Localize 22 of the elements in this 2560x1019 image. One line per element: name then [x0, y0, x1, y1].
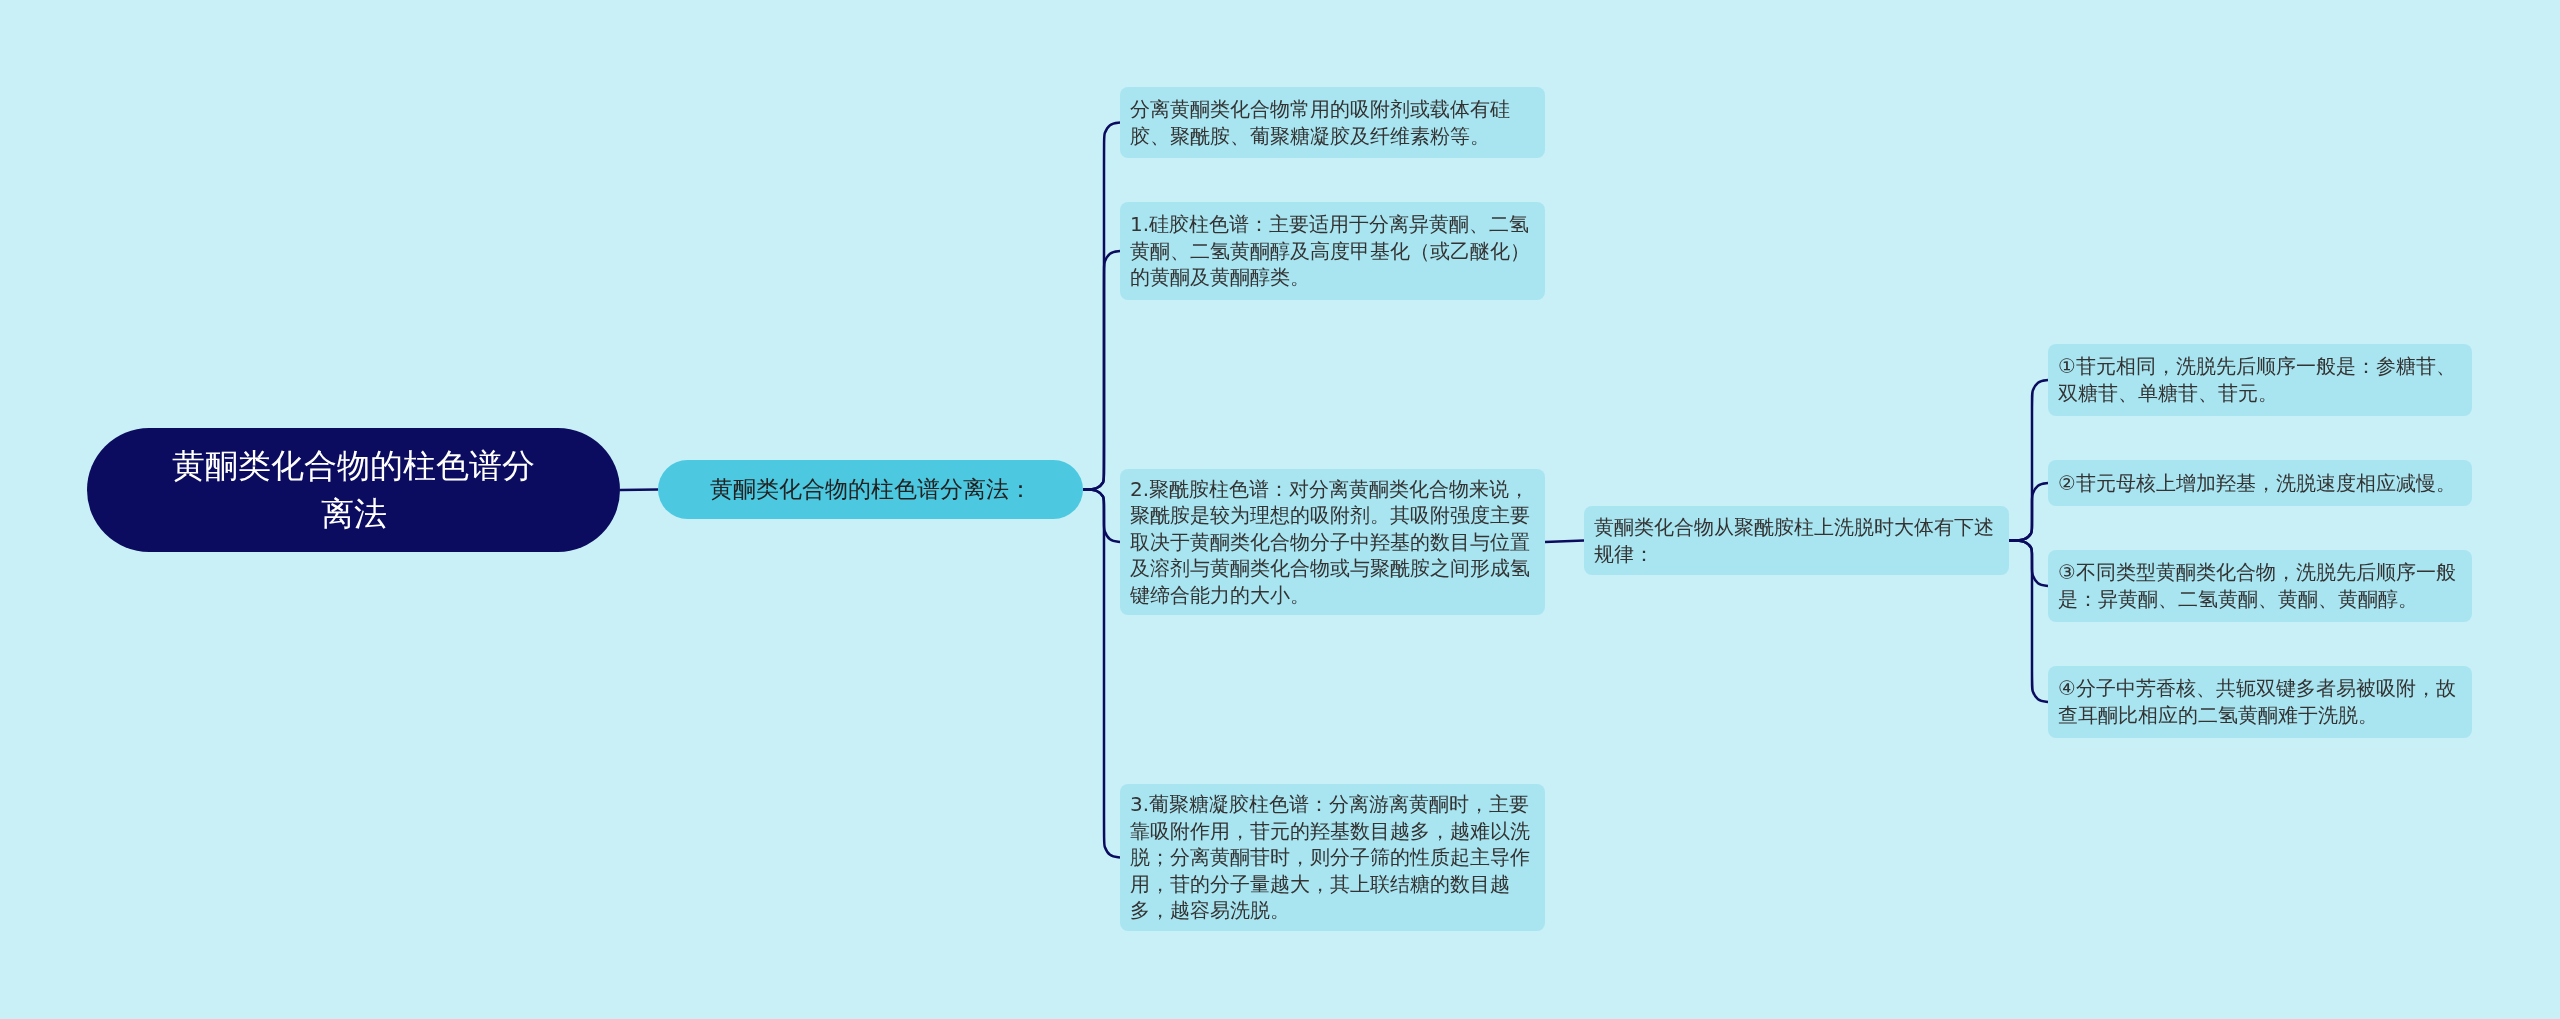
note-card [1120, 87, 1545, 158]
note-card [1584, 506, 2009, 575]
note-text: 3.葡聚糖凝胶柱色谱：分离游离黄酮时，主要靠吸附作用，苷元的羟基数目越多，越难以洗脱；分离黄酮苷时，则分子筛的性质起主导作用，苷的分子量越大，其上联结糖的数目越多，越容易洗脱。 [1130, 791, 1531, 924]
note-text: ④分子中芳香核、共轭双键多者易被吸附，故查耳酮比相应的二氢黄酮难于洗脱。 [2058, 675, 2457, 729]
central-topic-text: 黄酮类化合物的柱色谱分离法 [171, 445, 536, 535]
connector-line [1544, 539, 1585, 544]
note-card [2048, 550, 2472, 622]
note-text: 2.聚酰胺柱色谱：对分离黄酮类化合物来说，聚酰胺是较为理想的吸附剂。其吸附强度主要取决于黄酮类化合物分子中羟基的数目与位置及溶剂与黄酮类化合物或与聚酰胺之间形成氢键缔合能力的大小。 [1130, 475, 1531, 609]
note-text: ①苷元相同，洗脱先后顺序一般是：参糖苷、双糖苷、单糖苷、苷元。 [2058, 353, 2457, 407]
note-card [2048, 344, 2472, 416]
note-card [2048, 460, 2472, 506]
branch-topic-text: 黄酮类化合物的柱色谱分离法： [709, 474, 1032, 504]
connector-line [620, 488, 658, 492]
note-text: ②苷元母核上增加羟基，洗脱速度相应减慢。 [2058, 469, 2457, 497]
note-text: 分离黄酮类化合物常用的吸附剂或载体有硅胶、聚酰胺、葡聚糖凝胶及纤维素粉等。 [1130, 95, 1511, 150]
connector-line [1083, 488, 1121, 859]
note-text: 1.硅胶柱色谱：主要适用于分离异黄酮、二氢黄酮、二氢黄酮醇及高度甲基化（或乙醚化）的黄酮及黄酮醇类。 [1130, 211, 1531, 291]
note-text: ③不同类型黄酮类化合物，洗脱先后顺序一般是：异黄酮、二氢黄酮、黄酮、黄酮醇。 [2058, 559, 2457, 613]
connector-line [2009, 539, 2049, 704]
note-card [2048, 666, 2472, 738]
note-text: 黄酮类化合物从聚酰胺柱上洗脱时大体有下述规律： [1594, 513, 1995, 568]
note-card [1120, 202, 1545, 300]
